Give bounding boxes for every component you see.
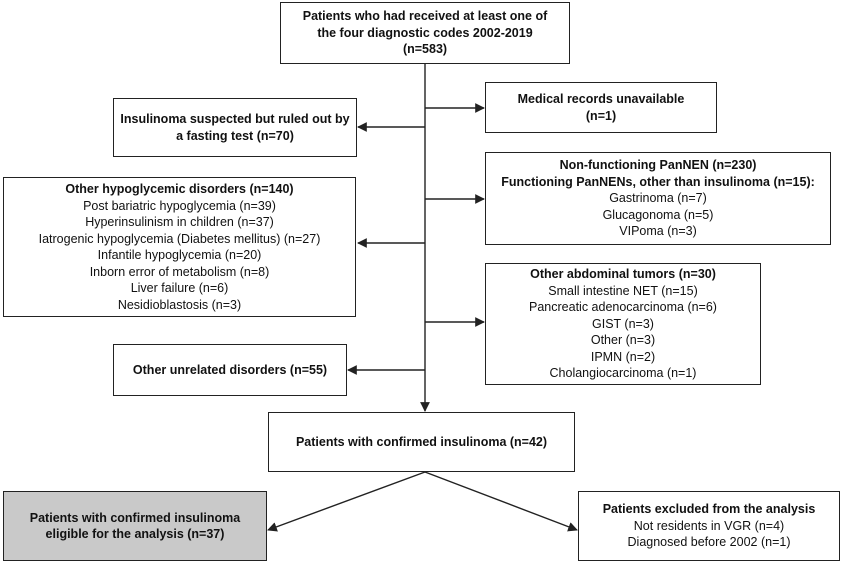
unrelated-text: Other unrelated disorders (n=55) — [132, 362, 328, 377]
box-excluded-from-analysis: Patients excluded from the analysis Not … — [578, 491, 840, 561]
excluded-item: Diagnosed before 2002 (n=1) — [627, 535, 791, 550]
medical-records-count: (n=1) — [585, 108, 617, 123]
ruled-out-text: Insulinoma suspected but ruled out by a … — [120, 112, 350, 143]
panen-item: Gastrinoma (n=7) — [609, 191, 707, 206]
box-medical-records: Medical records unavailable (n=1) — [485, 82, 717, 133]
eligible-text: Patients with confirmed insulinoma eligi… — [29, 510, 241, 542]
box-unrelated-disorders: Other unrelated disorders (n=55) — [113, 344, 347, 396]
total-patients-line-2: the four diagnostic codes 2002-2019 — [317, 25, 533, 40]
box-insulinoma-ruled-out: Insulinoma suspected but ruled out by a … — [113, 98, 357, 157]
box-eligible-for-analysis: Patients with confirmed insulinoma eligi… — [3, 491, 267, 561]
hypoglycemic-item: Hyperinsulinism in children (n=37) — [85, 215, 274, 229]
medical-records-title: Medical records unavailable — [517, 92, 685, 106]
hypoglycemic-item: Nesidioblastosis (n=3) — [117, 297, 242, 312]
hypoglycemic-item: Inborn error of metabolism (n=8) — [89, 264, 270, 279]
hypoglycemic-item: Infantile hypoglycemia (n=20) — [97, 248, 262, 262]
hypoglycemic-item: Liver failure (n=6) — [130, 281, 229, 295]
panen-item: VIPoma (n=3) — [619, 224, 697, 239]
box-abdominal-tumors: Other abdominal tumors (n=30) Small inte… — [485, 263, 761, 385]
abdominal-item: Pancreatic adenocarcinoma (n=6) — [529, 300, 717, 315]
abdominal-item: GIST (n=3) — [592, 316, 654, 331]
abdominal-item: IPMN (n=2) — [590, 349, 656, 364]
box-total-patients: Patients who had received at least one o… — [280, 2, 570, 64]
hypoglycemic-item: Post bariatric hypoglycemia (n=39) — [83, 198, 276, 213]
total-patients-line-1: Patients who had received at least one o… — [302, 9, 548, 24]
abdominal-item: Small intestine NET (n=15) — [548, 283, 698, 298]
box-hypoglycemic-disorders: Other hypoglycemic disorders (n=140) Pos… — [3, 177, 356, 317]
hypoglycemic-item: Iatrogenic hypoglycemia (Diabetes mellit… — [38, 231, 321, 246]
abdominal-title: Other abdominal tumors (n=30) — [530, 267, 716, 282]
confirmed-text: Patients with confirmed insulinoma (n=42… — [295, 434, 548, 449]
arrow-to-excluded — [424, 471, 578, 532]
abdominal-item: Other (n=3) — [590, 333, 656, 348]
arrow-to-eligible — [267, 471, 426, 532]
box-confirmed-insulinoma: Patients with confirmed insulinoma (n=42… — [268, 412, 575, 472]
hypoglycemic-title: Other hypoglycemic disorders (n=140) — [65, 182, 294, 196]
panen-title-2: Functioning PanNENs, other than insulino… — [501, 174, 815, 189]
panen-title-1: Non-functioning PanNEN (n=230) — [559, 158, 757, 173]
total-patients-line-3: (n=583) — [402, 42, 448, 57]
excluded-title: Patients excluded from the analysis — [602, 502, 816, 517]
box-panen: Non-functioning PanNEN (n=230) Functioni… — [485, 152, 831, 245]
excluded-item: Not residents in VGR (n=4) — [633, 518, 785, 533]
abdominal-item: Cholangiocarcinoma (n=1) — [549, 366, 697, 381]
panen-item: Glucagonoma (n=5) — [602, 207, 714, 222]
